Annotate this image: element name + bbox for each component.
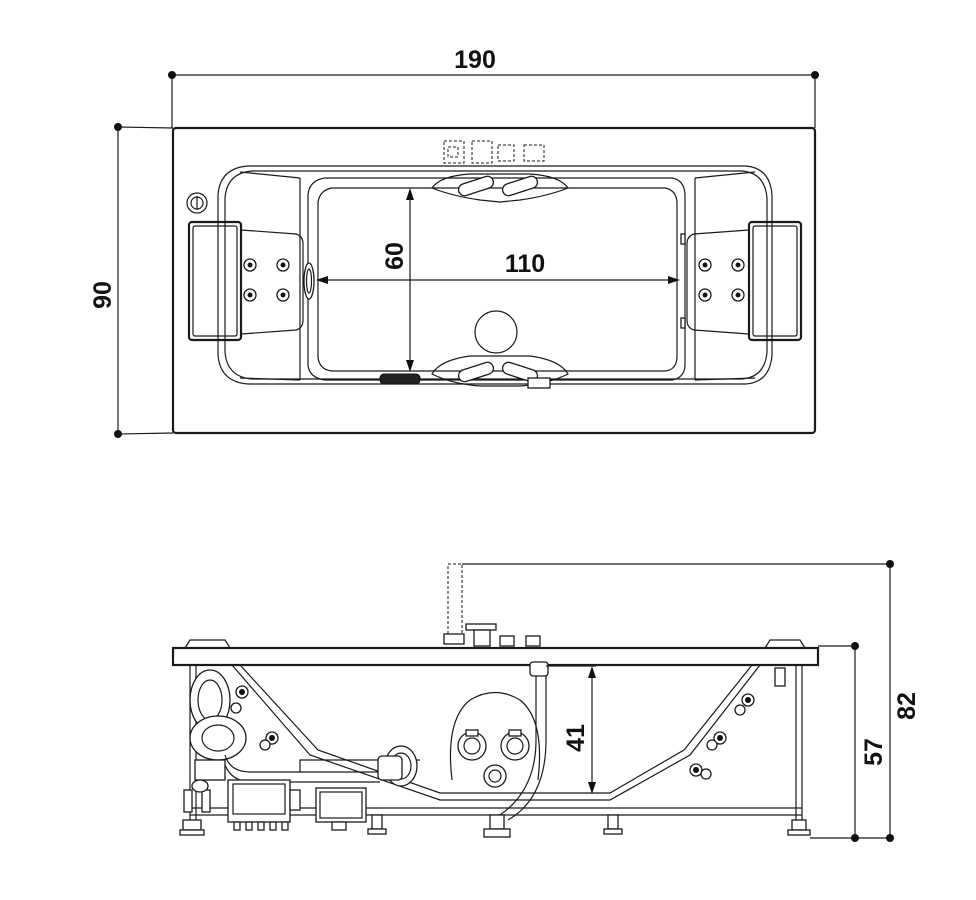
side-jets-right xyxy=(689,667,786,780)
dimension-rim-height: 57 xyxy=(818,642,888,842)
dimension-total-height-label: 82 xyxy=(893,692,921,720)
top-view: 190 90 60 110 xyxy=(89,46,819,438)
dimension-rim-height-label: 57 xyxy=(860,738,888,766)
headrest-left xyxy=(187,220,243,342)
dimension-total-height: 82 xyxy=(810,560,921,842)
dimension-inner-length-label: 110 xyxy=(505,250,545,278)
dimension-length: 190 xyxy=(168,46,819,128)
drain-icon xyxy=(474,310,518,354)
dimension-width: 90 xyxy=(89,123,174,438)
side-view: 82 57 41 xyxy=(171,560,921,842)
blower xyxy=(377,745,418,787)
pump xyxy=(189,669,247,793)
headrest-right xyxy=(747,220,803,342)
dimension-depth-label: 41 xyxy=(562,724,590,752)
faucet-positions xyxy=(440,140,548,167)
tub-basin xyxy=(307,177,686,381)
tub-rim-side xyxy=(171,646,820,667)
control-pad xyxy=(379,373,421,385)
dimension-width-label: 90 xyxy=(89,281,117,309)
jets-right xyxy=(698,258,745,302)
faucet-column xyxy=(447,563,463,641)
control-box-2 xyxy=(315,787,367,831)
dimension-inner-width-label: 60 xyxy=(381,242,409,270)
control-box-1 xyxy=(227,779,301,831)
tub-outline xyxy=(171,126,817,435)
overflow-knob-icon xyxy=(186,192,208,214)
tub-body-side xyxy=(231,664,761,801)
side-jets-left xyxy=(230,685,279,751)
tub-rim xyxy=(217,165,773,385)
dimension-inner-length: 110 xyxy=(316,250,680,284)
dimension-depth: 41 xyxy=(546,665,596,794)
center-fittings xyxy=(449,691,541,788)
jets-left xyxy=(243,258,290,302)
dimension-length-label: 190 xyxy=(454,46,496,74)
